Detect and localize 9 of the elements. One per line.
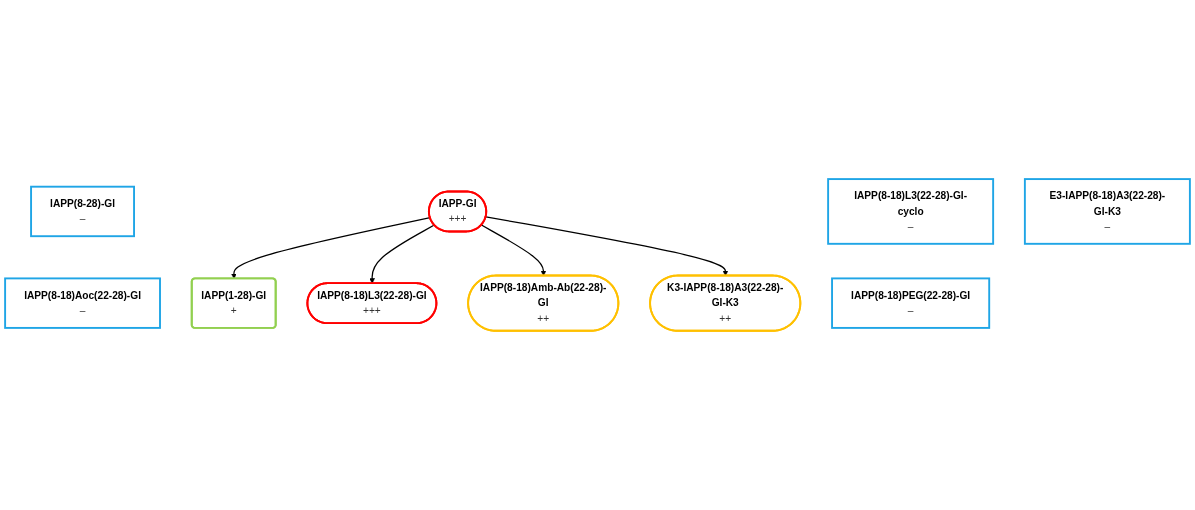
arrow (480, 224, 547, 277)
node-box: E3-IAPP(8-18)A3(22-28)-GI-K3 – (1023, 178, 1191, 245)
node-box: IAPP(8-18)Aoc(22-28)-GI – (4, 277, 161, 329)
node-box: IAPP(8-18)PEG(22-28)-GI – (831, 277, 991, 329)
arrow (231, 217, 431, 280)
node-box: IAPP(8-28)-GI – (30, 185, 135, 238)
arrow (369, 224, 435, 284)
node-box: IAPP(8-18)L3(22-28)-GI-cyclo – (827, 178, 995, 245)
arrow (485, 216, 729, 277)
